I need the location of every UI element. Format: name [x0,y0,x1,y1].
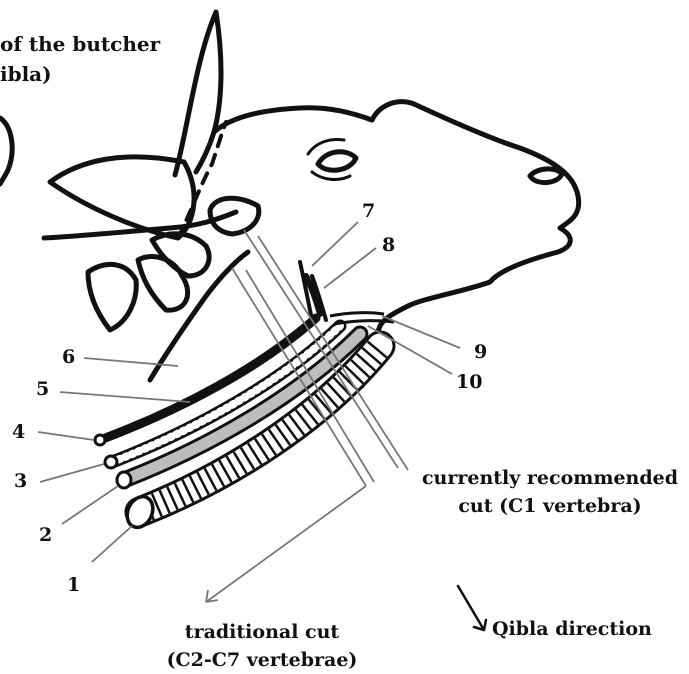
leader-1 [92,526,132,562]
header-line-1: of the butcher [0,34,160,54]
eye-shape [318,152,356,171]
tube-3-end [105,456,117,468]
label-10: 10 [456,373,482,392]
label-5: 5 [36,380,49,399]
header-line-2: ibla) [0,64,52,84]
vessel-10 [334,321,394,324]
tissue-block-b [88,264,136,330]
label-2: 2 [39,526,52,545]
partial-circle-shape [0,118,12,184]
label-4: 4 [12,423,25,442]
horn-outline [175,12,221,175]
head-outline [214,102,579,326]
leader-8 [324,248,376,288]
cartilage-block [210,198,259,234]
tube-2-end [117,472,131,488]
traditional-cut-caption-line2: (C2-C7 vertebrae) [150,646,374,674]
leader-7 [312,222,358,266]
leader-5 [60,392,190,402]
current-cut-caption: currently recommended cut (C1 vertebra) [412,464,688,520]
nostril-shape [530,169,562,183]
traditional-cut-caption: traditional cut (C2-C7 vertebrae) [150,618,374,674]
label-7: 7 [362,202,375,221]
qibla-direction-label: Qibla direction [492,620,652,639]
qibla-arrow-line [458,586,484,630]
label-8: 8 [382,236,395,255]
eye-lower-mark [312,172,350,179]
current-cut-caption-line2: cut (C1 vertebra) [412,492,688,520]
current-cut-caption-line1: currently recommended [412,464,688,492]
label-1: 1 [67,576,80,595]
label-3: 3 [14,472,27,491]
traditional-cut-caption-line1: traditional cut [150,618,374,646]
label-6: 6 [62,348,75,367]
leader-3 [40,464,104,482]
tube-4-end [95,435,105,445]
tissue-block-c [138,257,188,311]
leader-4 [38,432,94,440]
vessel-9 [330,313,384,316]
label-9: 9 [474,343,487,362]
traditional-arrow-line [206,486,366,602]
leader-2 [62,486,118,524]
